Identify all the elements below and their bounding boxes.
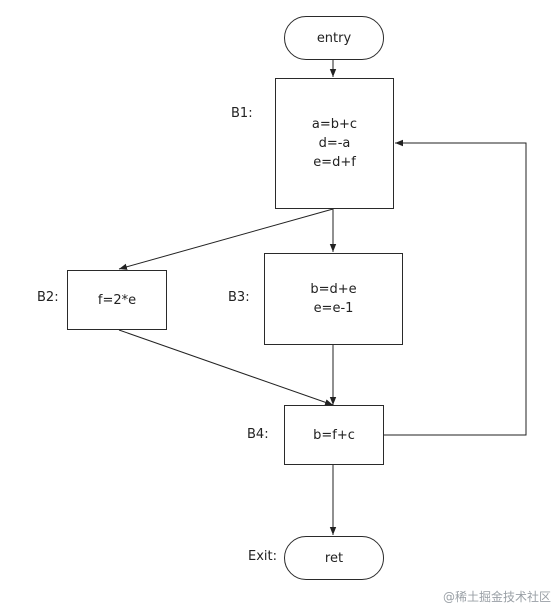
b4-label: B4: xyxy=(247,427,269,442)
b1-line-2: d=-a xyxy=(318,136,351,151)
exit-text: ret xyxy=(324,550,344,566)
b1-line-1: a=b+c xyxy=(311,117,358,132)
b1-label: B1: xyxy=(231,106,253,121)
edge-b2-b4 xyxy=(118,329,334,406)
edge-b1-b2 xyxy=(118,208,334,270)
b2-line-1: f=2*e xyxy=(97,292,137,308)
exit-node: ret xyxy=(284,536,384,580)
b4-block: b=f+c xyxy=(284,405,384,465)
b3-line-1: b=d+e xyxy=(310,282,357,297)
b2-label: B2: xyxy=(37,290,59,305)
b1-line-3: e=d+f xyxy=(313,155,356,170)
watermark: @稀土掘金技术社区 xyxy=(442,590,551,604)
b3-label: B3: xyxy=(228,290,250,305)
entry-node: entry xyxy=(284,16,384,60)
entry-text: entry xyxy=(316,30,352,46)
exit-label: Exit: xyxy=(248,549,277,564)
b1-block: a=b+c d=-a e=d+f xyxy=(275,78,394,209)
b2-block: f=2*e xyxy=(67,270,167,330)
edge-b4-b1-back xyxy=(384,139,527,436)
b3-line-2: e=e-1 xyxy=(313,301,354,316)
b3-block: b=d+e e=e-1 xyxy=(264,253,403,345)
b4-line-1: b=f+c xyxy=(313,427,355,443)
